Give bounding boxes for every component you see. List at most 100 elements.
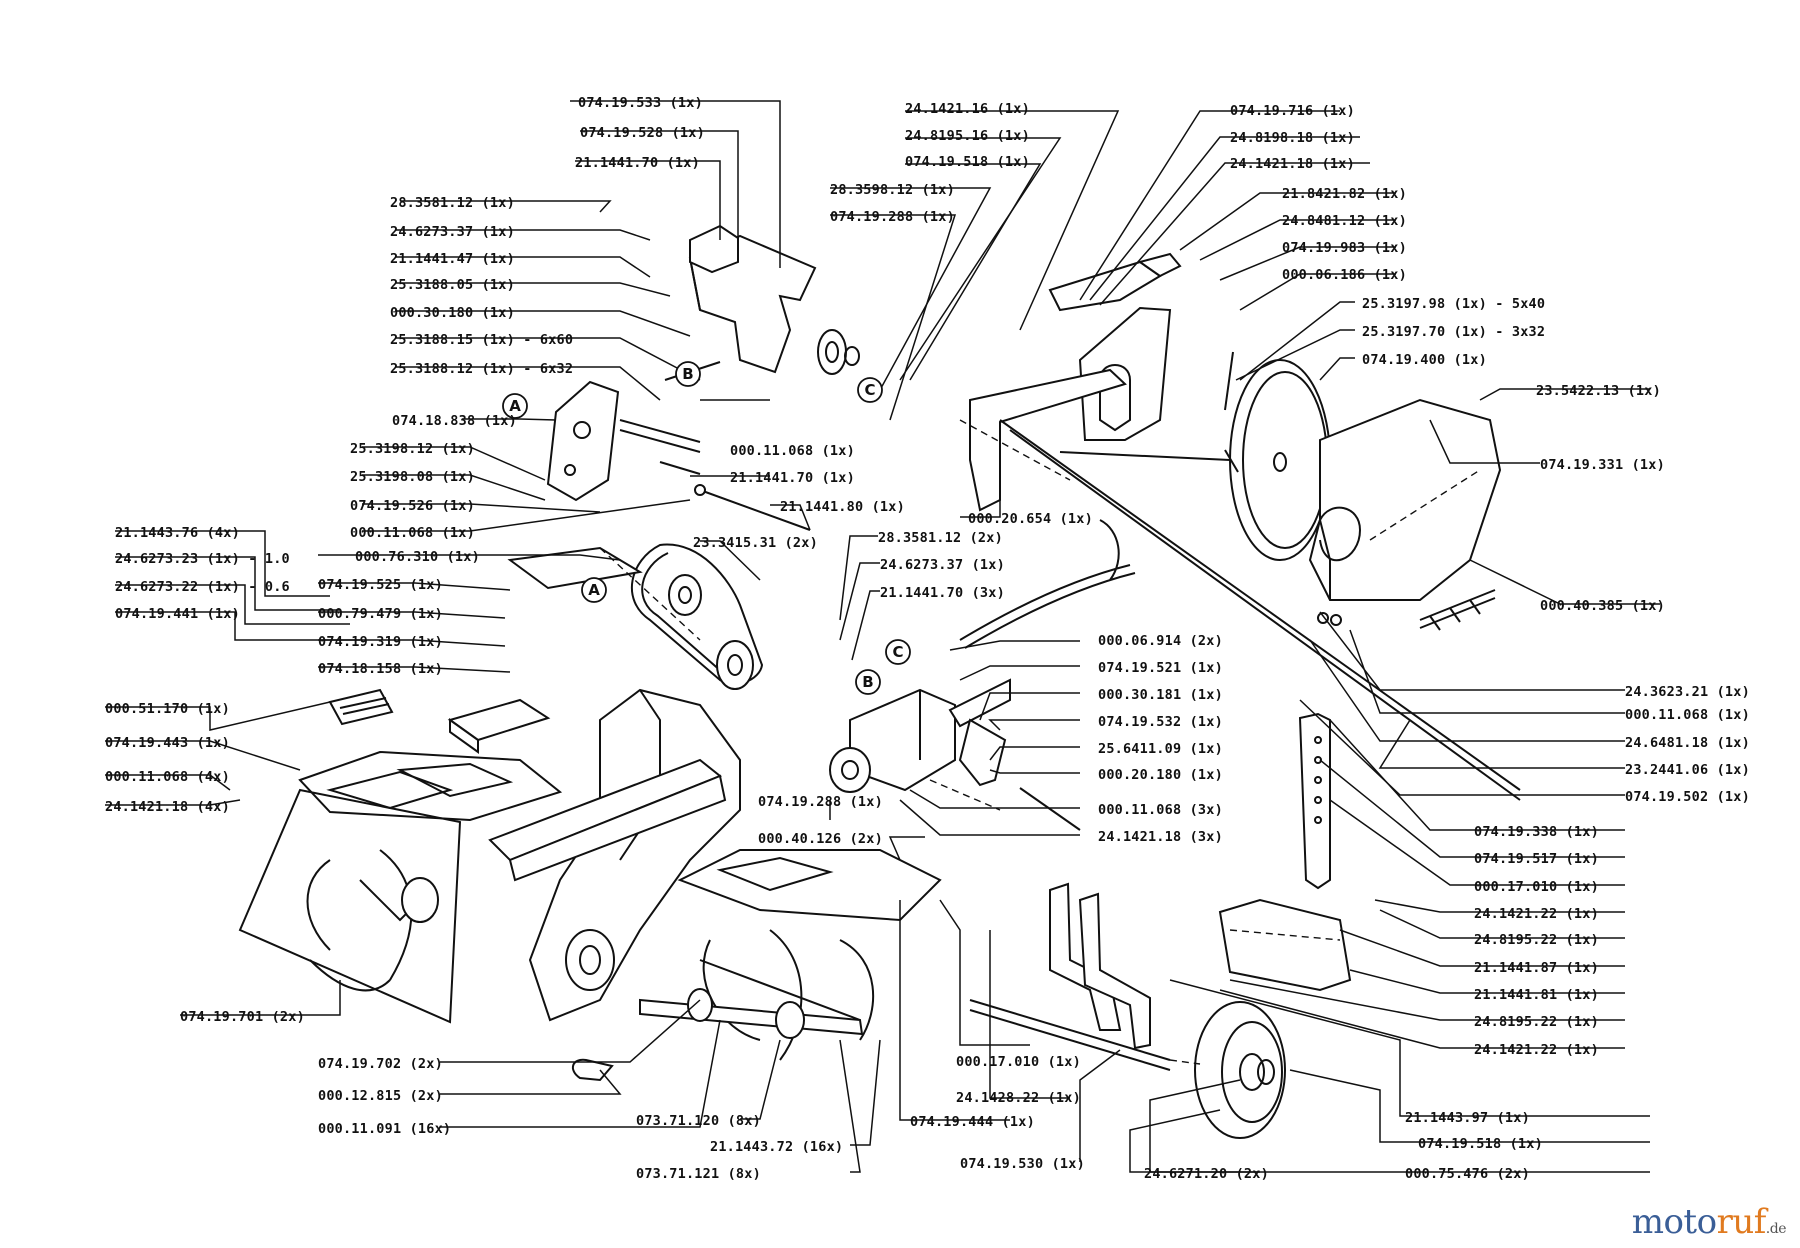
- svg-text:C: C: [864, 381, 875, 399]
- right-tines: [699, 929, 875, 1061]
- svg-text:C: C: [892, 643, 903, 661]
- part-callout: 23.2441.06 (1x): [1625, 762, 1750, 778]
- part-callout: 28.3581.12 (2x): [878, 530, 1003, 546]
- part-callout: 074.19.530 (1x): [960, 1156, 1085, 1172]
- axle-hub: [565, 929, 615, 991]
- marker-b-bracket: B: [675, 361, 701, 387]
- bracket-clamp: [689, 224, 739, 274]
- part-callout: 074.19.400 (1x): [1362, 352, 1487, 368]
- part-callout: 28.3598.12 (1x): [830, 182, 955, 198]
- part-callout: 23.5422.13 (1x): [1536, 383, 1661, 399]
- part-callout: 24.6273.37 (1x): [880, 557, 1005, 573]
- part-callout: 074.18.158 (1x): [318, 661, 443, 677]
- part-callout: 000.17.010 (1x): [1474, 879, 1599, 895]
- part-callout: 24.8481.12 (1x): [1282, 213, 1407, 229]
- svg-text:A: A: [509, 397, 521, 415]
- part-callout: 24.1421.22 (1x): [1474, 906, 1599, 922]
- part-callout: 074.19.338 (1x): [1474, 824, 1599, 840]
- part-callout: 24.8195.22 (1x): [1474, 932, 1599, 948]
- svg-text:A: A: [588, 581, 600, 599]
- part-callout: 21.8421.82 (1x): [1282, 186, 1407, 202]
- handle-arm: [969, 368, 1127, 512]
- part-callout: 24.1421.18 (3x): [1098, 829, 1223, 845]
- part-callout: 000.20.180 (1x): [1098, 767, 1223, 783]
- part-callout: 074.18.838 (1x): [392, 413, 517, 429]
- marker-c-lever: C: [885, 639, 911, 665]
- part-callout: 000.11.068 (1x): [730, 443, 855, 459]
- left-tine-box: [238, 788, 462, 1024]
- control-cable: [959, 519, 1136, 649]
- part-callout: 28.3581.12 (1x): [390, 195, 515, 211]
- part-callout: 24.6273.22 (1x) - 0.6: [115, 579, 290, 595]
- part-callout: 074.19.444 (1x): [910, 1114, 1035, 1130]
- part-callout: 000.79.479 (1x): [318, 606, 443, 622]
- drive-pulley: [716, 640, 754, 690]
- tine-shaft: [639, 998, 864, 1036]
- handle-bracket: [1048, 260, 1162, 312]
- part-callout: 000.12.815 (2x): [318, 1088, 443, 1104]
- part-callout: 074.19.518 (1x): [1418, 1136, 1543, 1152]
- part-callout: 074.19.983 (1x): [1282, 240, 1407, 256]
- part-callout: 21.1441.70 (1x): [575, 155, 700, 171]
- part-callout: 24.1421.18 (4x): [105, 799, 230, 815]
- marker-a-belt: A: [581, 577, 607, 603]
- part-callout: 21.1441.87 (1x): [1474, 960, 1599, 976]
- part-callout: 000.17.010 (1x): [956, 1054, 1081, 1070]
- part-callout: 000.11.068 (4x): [105, 769, 230, 785]
- part-callout: 25.3198.12 (1x): [350, 441, 475, 457]
- pulley-small: [817, 329, 847, 375]
- part-callout: 000.11.068 (3x): [1098, 802, 1223, 818]
- part-callout: 24.1428.22 (1x): [956, 1090, 1081, 1106]
- part-callout: 25.3188.12 (1x) - 6x32: [390, 361, 573, 377]
- part-callout: 24.6481.18 (1x): [1625, 735, 1750, 751]
- part-callout: 074.19.441 (1x): [115, 606, 240, 622]
- part-callout: 000.06.914 (2x): [1098, 633, 1223, 649]
- part-callout: 074.19.517 (1x): [1474, 851, 1599, 867]
- part-callout: 000.11.068 (1x): [350, 525, 475, 541]
- part-callout: 21.1441.80 (1x): [780, 499, 905, 515]
- part-callout: 000.11.068 (1x): [1625, 707, 1750, 723]
- part-callout: 000.40.385 (1x): [1540, 598, 1665, 614]
- part-callout: 25.3197.70 (1x) - 3x32: [1362, 324, 1545, 340]
- part-callout: 000.20.654 (1x): [968, 511, 1093, 527]
- rubber-pad: [328, 688, 394, 726]
- left-tines: [306, 849, 421, 992]
- part-callout: 25.6411.09 (1x): [1098, 741, 1223, 757]
- top-cover-plate: [507, 546, 643, 590]
- mounting-plate: [546, 380, 620, 502]
- part-callout: 24.1421.16 (1x): [905, 101, 1030, 117]
- svg-text:B: B: [862, 673, 873, 691]
- part-callout: 21.1443.72 (16x): [710, 1139, 843, 1155]
- part-callout: 074.19.526 (1x): [350, 498, 475, 514]
- part-callout: 000.51.170 (1x): [105, 701, 230, 717]
- part-callout: 074.19.288 (1x): [830, 209, 955, 225]
- part-callout: 23.3415.31 (2x): [693, 535, 818, 551]
- part-callout: 074.19.288 (1x): [758, 794, 883, 810]
- part-callout: 074.19.521 (1x): [1098, 660, 1223, 676]
- right-fender: [677, 849, 942, 922]
- part-callout: 25.3198.08 (1x): [350, 469, 475, 485]
- wheel-bracket-box: [1218, 898, 1352, 992]
- part-callout: 21.1441.47 (1x): [390, 251, 515, 267]
- part-callout: 074.19.702 (2x): [318, 1056, 443, 1072]
- part-callout: 25.3188.05 (1x): [390, 277, 515, 293]
- marker-c-bracket: C: [857, 377, 883, 403]
- part-callout: 074.19.701 (2x): [180, 1009, 305, 1025]
- belt-guard: [1308, 398, 1502, 601]
- part-callout: 000.76.310 (1x): [355, 549, 480, 565]
- part-callout: 000.75.476 (2x): [1405, 1166, 1530, 1182]
- tension-rod: [1419, 589, 1496, 631]
- part-callout: 24.1421.18 (1x): [1230, 156, 1355, 172]
- part-callout: 073.71.120 (8x): [636, 1113, 761, 1129]
- watermark-part1: moto: [1631, 1202, 1717, 1242]
- part-callout: 24.6273.23 (1x) - 1.0: [115, 551, 290, 567]
- part-callout: 24.1421.22 (1x): [1474, 1042, 1599, 1058]
- marker-a-plate: A: [502, 393, 528, 419]
- part-callout: 074.19.518 (1x): [905, 154, 1030, 170]
- part-callout: 074.19.528 (1x): [580, 125, 705, 141]
- part-callout: 074.19.319 (1x): [318, 634, 443, 650]
- part-callout: 074.19.525 (1x): [318, 577, 443, 593]
- part-callout: 21.1441.70 (1x): [730, 470, 855, 486]
- watermark-part2: ruf: [1716, 1202, 1767, 1242]
